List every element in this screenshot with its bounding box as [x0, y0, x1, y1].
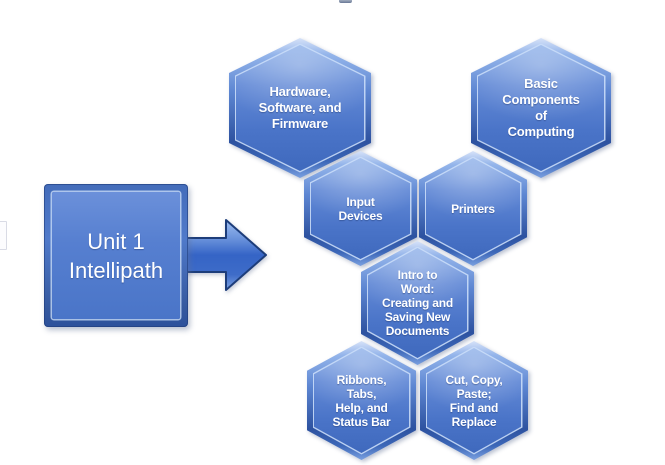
hex-label-line: Components — [502, 92, 580, 107]
hex-label-line: Documents — [385, 324, 450, 338]
hex-label: Basic Components of Computing — [471, 38, 611, 178]
hex-label: Printers — [419, 151, 527, 266]
hex-label-line: Software, and — [258, 100, 342, 115]
hex-node-hardware-software-firmware: Hardware, Software, and Firmware — [229, 38, 371, 178]
hex-label-line: Devices — [338, 208, 383, 223]
hex-node-printers: Printers — [419, 151, 527, 266]
flow-arrow-icon — [176, 218, 268, 292]
hex-label: Intro to Word: Creating and Saving New D… — [361, 241, 474, 365]
clipped-text-fragment — [339, 0, 352, 3]
hex-node-cut-copy-paste-find-replace: Cut, Copy, Paste; Find and Replace — [420, 341, 528, 460]
hex-label: Cut, Copy, Paste; Find and Replace — [420, 341, 528, 460]
hex-label-line: Basic — [524, 76, 558, 91]
hex-label-line: Firmware — [271, 116, 329, 131]
hex-label-line: Ribbons, — [336, 372, 387, 387]
clipped-shape-fragment — [0, 221, 7, 250]
hex-label-line: Input — [346, 194, 375, 209]
hex-label-line: Printers — [451, 201, 495, 216]
hex-node-input-devices: Input Devices — [304, 151, 417, 266]
hex-label-line: Word: — [400, 282, 435, 296]
unit-node-face — [52, 192, 180, 319]
hex-face — [478, 45, 604, 171]
hex-face — [314, 348, 409, 453]
hex-label-line: Computing — [507, 124, 575, 139]
hex-node-basic-components-of-computing: Basic Components of Computing — [471, 38, 611, 178]
hex-node-ribbons-tabs-help-status-bar: Ribbons, Tabs, Help, and Status Bar — [307, 341, 416, 460]
hex-label-line: Status Bar — [332, 414, 391, 429]
hex-label-line: Saving New — [384, 310, 451, 324]
unit-node: Unit 1 Intellipath — [44, 184, 188, 327]
hex-label: Input Devices — [304, 151, 417, 266]
hex-label: Hardware, Software, and Firmware — [229, 38, 371, 178]
unit-node-line: Intellipath — [68, 257, 164, 283]
hex-label-line: Paste; — [456, 386, 492, 401]
hex-label-line: Replace — [451, 414, 497, 429]
hex-face — [368, 248, 467, 358]
hex-label-line: of — [535, 108, 547, 123]
hex-label-line: Help, and — [335, 400, 388, 415]
unit-node-line: Unit 1 — [87, 228, 145, 254]
unit-node-label: Unit 1 Intellipath — [44, 184, 188, 327]
hex-label: Ribbons, Tabs, Help, and Status Bar — [307, 341, 416, 460]
hex-label-line: Find and — [449, 400, 499, 415]
hex-face — [236, 45, 364, 171]
hex-node-intro-to-word: Intro to Word: Creating and Saving New D… — [361, 241, 474, 365]
hex-label-line: Tabs, — [346, 386, 377, 401]
hex-label-line: Hardware, — [269, 84, 331, 99]
hex-label-line: Cut, Copy, — [445, 372, 503, 387]
unit-node-bevel: Unit 1 Intellipath — [44, 184, 188, 327]
hex-label-line: Intro to — [397, 268, 438, 282]
hex-label-line: Creating and — [382, 296, 453, 310]
